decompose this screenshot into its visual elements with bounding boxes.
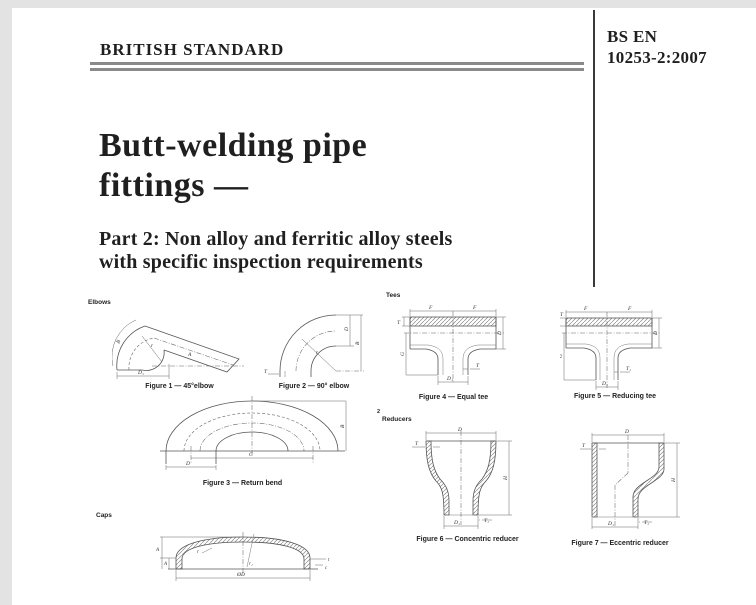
fig6-dim-t: T [415, 441, 419, 447]
section-label-reducers: Reducers [382, 416, 412, 423]
figure3-return-bend-drawing: D C B [155, 396, 350, 476]
subtitle-line2: with specific inspection requirements [99, 251, 423, 273]
fig4-dim-f1: F [428, 305, 433, 311]
fig5-dim-t1: T₁ [626, 366, 631, 372]
standard-cover-page [12, 8, 756, 605]
figure2-caption: Figure 2 — 90° elbow [278, 383, 350, 390]
fig4-dim-t-bottom: T [476, 363, 480, 369]
british-standard-heading: BRITISH STANDARD [100, 40, 285, 59]
fig5-dim-f2: F [627, 306, 632, 312]
title-line1: Butt-welding pipe [99, 127, 368, 164]
fig5-dim-f1: F [583, 306, 588, 312]
cap-dim-t: t [328, 558, 330, 563]
figure3-caption: Figure 3 — Return bend [202, 480, 283, 487]
figure7-caption: Figure 7 — Eccentric reducer [571, 540, 669, 547]
fig6-dim-t1: T₁ [484, 518, 489, 524]
figure6-caption: Figure 6 — Concentric reducer [416, 536, 519, 543]
fig4-dim-f2: F [472, 305, 477, 311]
cap-dim-c: c [325, 566, 328, 571]
document-number: BS EN 10253-2:2007 [607, 26, 707, 68]
cap-dim-a2: A [163, 562, 168, 567]
subtitle-line1: Part 2: Non alloy and ferritic alloy ste… [99, 228, 453, 250]
fig2-dim-b: B [355, 341, 361, 345]
figure1-caption: Figure 1 — 45°elbow [145, 383, 214, 390]
figure5-reducing-tee-drawing: F F T G D T₁ D₁ [560, 302, 670, 394]
fig4-dim-t-top: T [397, 320, 401, 326]
figure1-45-elbow-drawing: B r A D₁ [112, 314, 247, 380]
fig6-dim-d1: D₁ [453, 520, 460, 526]
fig4-dim-d: D [497, 331, 503, 336]
cap-dim-a1: A [155, 548, 160, 553]
document-number-line1: BS EN [607, 27, 658, 46]
cap-dim-dia: ØD [236, 572, 245, 578]
fig7-dim-d1: D₁ [607, 521, 614, 527]
title-line2: fittings — [99, 167, 249, 204]
fig2-dim-r: r [316, 350, 319, 356]
fig7-dim-h: H [671, 477, 677, 483]
fig5-dim-d: D [653, 331, 659, 336]
fig1-dim-r: r [151, 343, 154, 349]
figure6-concentric-reducer-drawing: D T H T₁ D₁ [400, 423, 535, 531]
fig3-dim-d: D [185, 461, 190, 467]
fig7-dim-d: D [624, 429, 629, 435]
document-subtitle: Part 2: Non alloy and ferritic alloy ste… [99, 228, 453, 274]
figure4-equal-tee-drawing: F F T G D T D₁ [396, 301, 511, 391]
fig7-dim-t1: T₁ [644, 520, 649, 526]
header-vertical-divider [593, 10, 595, 287]
fig4-dim-d1: D₁ [446, 376, 453, 382]
figure5-caption: Figure 5 — Reducing tee [573, 393, 657, 400]
document-number-line2: 10253-2:2007 [607, 48, 707, 67]
figure4-caption: Figure 4 — Equal tee [418, 394, 489, 401]
fig2-dim-t: T [264, 369, 268, 375]
figure7-eccentric-reducer-drawing: D T H T₁ D₁ [572, 427, 707, 532]
section-label-caps: Caps [96, 512, 112, 519]
reducers-section-mark: 2 [377, 409, 381, 415]
fig5-dim-g: G [560, 354, 564, 358]
figure2-90-elbow-drawing: D B r T [262, 309, 366, 379]
fig2-dim-d: D [344, 327, 350, 332]
fig3-dim-c: C [249, 452, 253, 458]
fig1-dim-d1: D₁ [137, 370, 144, 376]
fig7-dim-t: T [582, 443, 586, 449]
fig6-dim-h: H [503, 475, 509, 481]
fig5-dim-t-top: T [560, 312, 564, 318]
fig1-dim-a: A [187, 352, 192, 358]
cap-drawing: A A t c r r₁ ØD [150, 531, 340, 605]
fig4-dim-g: G [400, 352, 406, 356]
header-double-rule-top [90, 62, 584, 65]
section-label-tees: Tees [386, 292, 401, 299]
fig5-dim-d1: D₁ [601, 381, 608, 387]
document-title: Butt-welding pipe fittings — [99, 126, 367, 206]
cap-dim-r: r [197, 550, 199, 555]
fig1-dim-b: B [115, 339, 122, 345]
cap-dim-r1: r₁ [249, 562, 253, 567]
section-label-elbows: Elbows [88, 299, 111, 306]
fig6-dim-d: D [457, 427, 462, 433]
header-double-rule-bottom [90, 68, 584, 71]
fig3-dim-b: B [340, 424, 346, 428]
